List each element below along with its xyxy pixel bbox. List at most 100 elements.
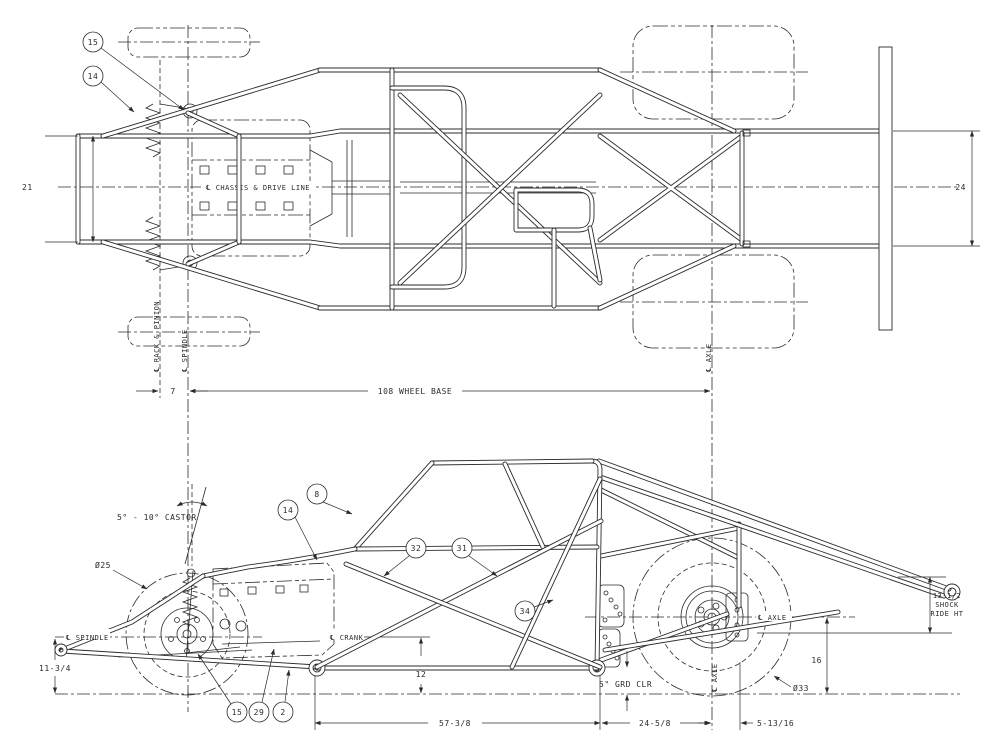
crank-label-text: ℄ CRANK: [330, 634, 364, 642]
rear-bumper-bar: [878, 46, 893, 331]
driveshaft-plan: [332, 180, 596, 195]
hood-tube: [201, 547, 357, 578]
callout-29: 29: [248, 648, 275, 723]
door-top-tube: [353, 545, 599, 551]
chassis-frame-side: [54, 458, 961, 677]
rear-taper-tubes: [598, 68, 736, 310]
front-wheel-top-plan: [118, 27, 260, 58]
callout-14-side-num: 14: [283, 506, 294, 515]
dim-crank-height-text: 12: [416, 670, 427, 679]
rear-tire-dia-text: Ø33: [793, 683, 809, 693]
callout-14-plan: 14: [82, 65, 135, 113]
halo-loop: [390, 86, 466, 289]
callout-15-side: 15: [197, 653, 248, 723]
roof-tube: [430, 459, 594, 465]
seat-struts: [552, 226, 602, 308]
front-bumper-tip: [55, 644, 67, 656]
callout-31: 31: [451, 537, 498, 577]
callout-8: 8: [306, 483, 353, 515]
front-spring-top: [144, 103, 162, 158]
cockpit-xbrace-2: [398, 93, 602, 285]
dim-front-track-text: 21: [22, 183, 33, 192]
bellhousing-plan: [309, 149, 333, 227]
callout-14-side: 14: [277, 499, 318, 561]
callout-14-plan-num: 14: [88, 72, 99, 81]
dim-rack-to-spindle: 7: [136, 387, 208, 396]
castor-detail: 5° - 10° CASTOR: [117, 484, 208, 566]
callout-34-num: 34: [520, 607, 531, 616]
callout-15-plan: 15: [82, 31, 185, 111]
callout-15-plan-num: 15: [88, 38, 99, 47]
front-tire-dia-text: Ø25: [95, 560, 111, 570]
dim-rear-track-text: 24: [955, 183, 966, 192]
dim-rack-spindle-text: 7: [170, 387, 175, 396]
rear-wheel-top-plan: [620, 25, 808, 120]
axis-labels-plan: ℄ RACK & PINION ℄ SPINDLE ℄ AXLE: [153, 301, 713, 372]
bottom-rail-front-end: [309, 660, 325, 676]
callout-8-num: 8: [314, 490, 319, 499]
callout-2-num: 2: [280, 708, 285, 717]
callout-15-side-num: 15: [232, 708, 243, 717]
door-diag-2: [344, 562, 602, 669]
callout-34: 34: [514, 599, 554, 622]
callout-31-num: 31: [457, 544, 468, 553]
ladder-bar: [603, 610, 840, 652]
frame-rail-upper: [76, 129, 880, 138]
dim-front-track: 21: [22, 135, 96, 243]
front-diagonal-lower: [101, 240, 322, 310]
bottom-dimension-chain: 57-3/8 24-5/8 5-13/16: [314, 662, 794, 730]
dim-axle-offset-text: 5-13/16: [757, 719, 794, 728]
ground-clearance: 5" GRD CLR: [599, 651, 652, 711]
engine-plan: ℄ CHASSIS & DRIVE LINE: [191, 119, 596, 257]
callout-32: 32: [383, 537, 427, 577]
dim-spindle-height: 11-3/4: [39, 638, 71, 694]
door-diag-3: [510, 477, 602, 669]
rear-diag-2: [599, 526, 741, 558]
dim-crank-height: 12: [416, 637, 427, 694]
rack-pinion-label: ℄ RACK & PINION: [153, 301, 161, 372]
chassis-frame-plan: [75, 46, 893, 331]
dim-spindle-height-text: 11-3/4: [39, 664, 71, 673]
door-diag-1: [315, 519, 603, 669]
rear-diag-1: [599, 488, 741, 560]
axle-label-side: ℄ AXLE ℄ AXLE: [711, 611, 792, 692]
front-suspension-side: [117, 568, 253, 662]
front-struts: [186, 111, 241, 266]
axle-label-plan: ℄ AXLE: [705, 343, 713, 372]
rear-top-tube-1: [597, 459, 951, 591]
axle-label-side-text: ℄ AXLE: [758, 614, 787, 622]
rear-lower-link: [599, 612, 729, 662]
engine-side: [212, 562, 335, 659]
seat-loop: [514, 188, 594, 232]
chassis-driveline-label: ℄ CHASSIS & DRIVE LINE: [206, 184, 310, 192]
front-lower-rail: [60, 649, 319, 669]
rear-xbrace-plan: [598, 134, 744, 242]
dim-axle-to-ground-text: 16: [811, 656, 822, 665]
rear-bumper-end: [944, 584, 960, 600]
front-diagonal-upper: [101, 68, 322, 138]
rear-tire-dia: Ø33: [773, 675, 809, 693]
side-view: 5° - 10° CASTOR Ø25 ℄ SPINDLE 11-3/4 ℄ C…: [39, 458, 963, 730]
front-wheel-bottom-plan: [118, 316, 260, 347]
dim-wheelbase-text: 108 WHEEL BASE: [378, 387, 452, 396]
dim-wheelbase: 108 WHEEL BASE: [189, 387, 711, 396]
crank-label: ℄ CRANK: [328, 630, 364, 642]
callout-2: 2: [272, 669, 294, 723]
spindle-label-side: ℄ SPINDLE: [64, 629, 110, 642]
callout-32-num: 32: [411, 544, 422, 553]
a-pillar-tube: [353, 461, 434, 551]
shock-ride-ht-line3: RIDE HT: [930, 610, 963, 618]
castor-label: 5° - 10° CASTOR: [117, 513, 197, 522]
rear-wheel-bottom-plan: [620, 254, 808, 349]
frame-rail-lower: [76, 240, 880, 248]
shock-ride-ht-line2: SHOCK: [935, 601, 959, 609]
motor-plate-plan: [346, 140, 353, 237]
shock-ride-height: 13-1/2 SHOCK RIDE HT: [757, 576, 963, 634]
spindle-label-side-text: ℄ SPINDLE: [66, 634, 109, 642]
dim-rear-section-text: 24-5/8: [639, 719, 671, 728]
front-wheel-side: [125, 572, 249, 696]
dim-axle-to-ground: 16: [811, 617, 830, 694]
front-upper-rail: [60, 574, 205, 652]
